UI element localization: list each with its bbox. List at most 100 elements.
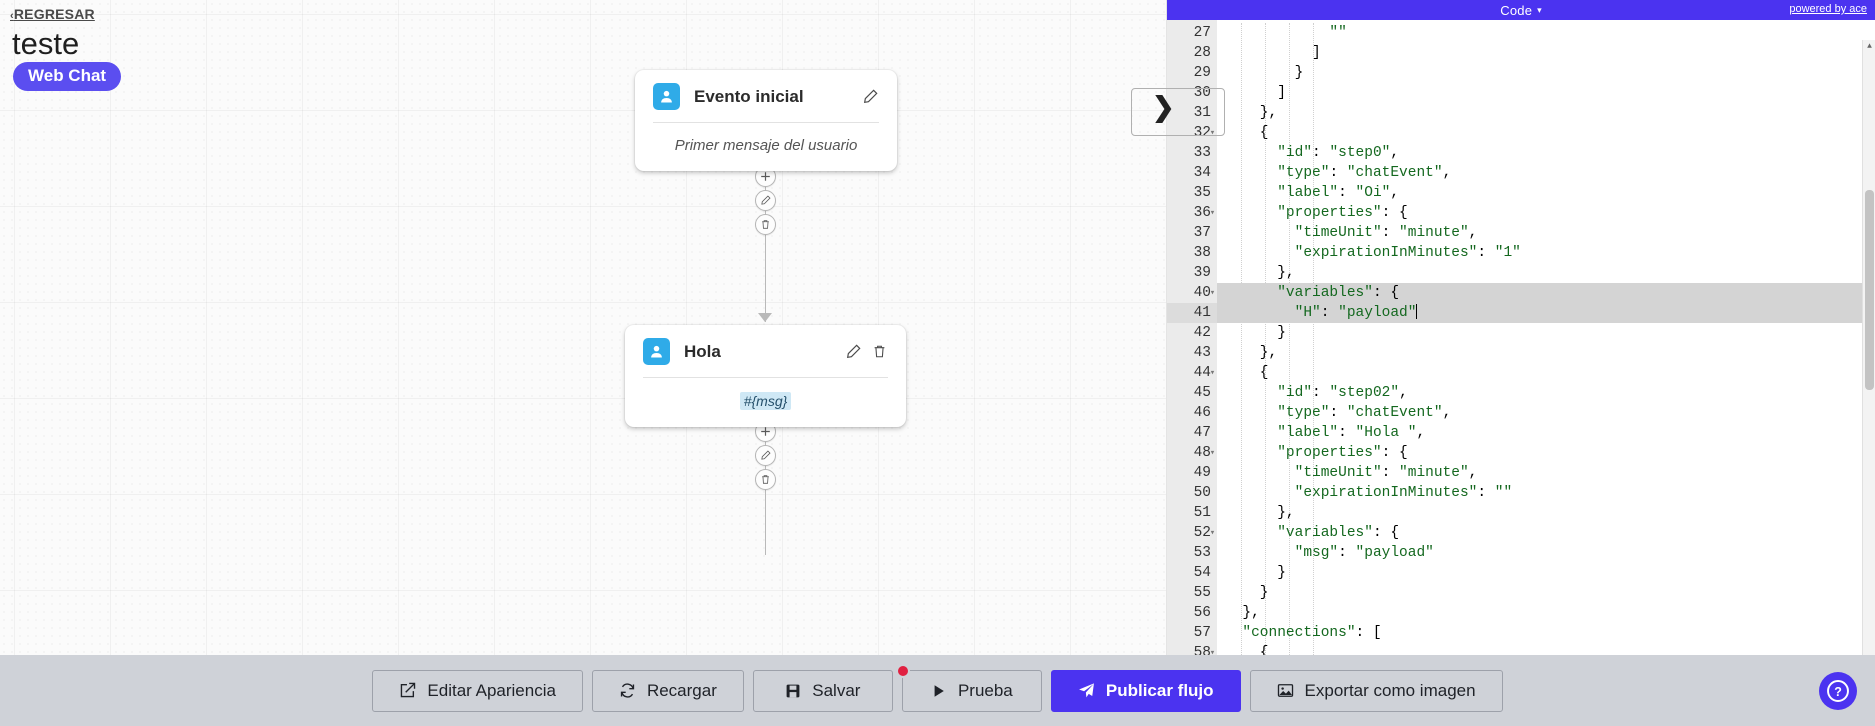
- code-content[interactable]: "" ] } ] }, { "id": "step0", "type": "ch…: [1217, 20, 1875, 655]
- line-number[interactable]: 31: [1193, 105, 1211, 121]
- line-number[interactable]: 57: [1193, 625, 1211, 641]
- line-number[interactable]: 39: [1193, 265, 1211, 281]
- code-line[interactable]: "msg": "payload": [1294, 545, 1434, 561]
- line-number[interactable]: 37: [1193, 225, 1211, 241]
- line-number[interactable]: 55: [1193, 585, 1211, 601]
- code-scrollbar-vertical[interactable]: ▲ ▼: [1862, 40, 1875, 655]
- code-line[interactable]: "id": "step02",: [1277, 385, 1408, 401]
- code-line[interactable]: "type": "chatEvent",: [1277, 165, 1452, 181]
- fold-toggle-icon[interactable]: ▾: [1209, 128, 1216, 138]
- line-number[interactable]: 32▾: [1167, 123, 1217, 143]
- pencil-icon[interactable]: [859, 86, 881, 108]
- chevron-down-icon[interactable]: ▾: [1537, 4, 1542, 15]
- test-button[interactable]: Prueba: [895, 663, 1042, 712]
- code-line[interactable]: "expirationInMinutes": "": [1294, 485, 1513, 501]
- flow-node-evento-inicial[interactable]: Evento inicial Primer mensaje del usuari…: [635, 70, 897, 171]
- line-number[interactable]: 44▾: [1167, 363, 1217, 383]
- code-panel-header[interactable]: Code ▾ powered by ace: [1167, 0, 1875, 20]
- code-line[interactable]: "properties": {: [1277, 205, 1408, 221]
- trash-icon[interactable]: [868, 341, 890, 363]
- powered-by-ace-link[interactable]: powered by ace: [1789, 3, 1867, 15]
- fold-toggle-icon[interactable]: ▾: [1209, 648, 1216, 655]
- line-number[interactable]: 27: [1193, 25, 1211, 41]
- code-line[interactable]: ]: [1225, 85, 1286, 101]
- code-line[interactable]: },: [1225, 265, 1295, 281]
- code-line[interactable]: }: [1225, 325, 1286, 341]
- code-line[interactable]: "timeUnit": "minute",: [1294, 225, 1478, 241]
- line-number[interactable]: 40▾: [1167, 283, 1217, 303]
- code-line[interactable]: },: [1225, 105, 1278, 121]
- pencil-icon[interactable]: [842, 341, 864, 363]
- line-number[interactable]: 49: [1193, 465, 1211, 481]
- code-line[interactable]: "variables": {: [1217, 283, 1875, 303]
- code-line[interactable]: {: [1225, 645, 1269, 655]
- line-number[interactable]: 45: [1193, 385, 1211, 401]
- line-number[interactable]: 53: [1193, 545, 1211, 561]
- help-button[interactable]: ?: [1819, 672, 1857, 710]
- line-number[interactable]: 54: [1193, 565, 1211, 581]
- line-number[interactable]: 29: [1193, 65, 1211, 81]
- line-number[interactable]: 51: [1193, 505, 1211, 521]
- code-line[interactable]: "label": "Oi",: [1277, 185, 1400, 201]
- line-number[interactable]: 50: [1193, 485, 1211, 501]
- line-number[interactable]: 48▾: [1167, 443, 1217, 463]
- line-number[interactable]: 42: [1193, 325, 1211, 341]
- code-line[interactable]: },: [1225, 505, 1295, 521]
- code-line[interactable]: "H": "payload": [1217, 303, 1875, 323]
- code-line[interactable]: "variables": {: [1277, 525, 1400, 541]
- flow-canvas[interactable]: ‹REGRESAR teste Web Chat: [0, 0, 1166, 655]
- line-number[interactable]: 33: [1193, 145, 1211, 161]
- fold-toggle-icon[interactable]: ▾: [1209, 448, 1216, 458]
- code-line[interactable]: "connections": [: [1242, 625, 1382, 641]
- code-line[interactable]: },: [1225, 605, 1260, 621]
- code-line[interactable]: "type": "chatEvent",: [1277, 405, 1452, 421]
- edit-connection-button[interactable]: [755, 445, 776, 466]
- scrollbar-thumb[interactable]: [1865, 190, 1874, 390]
- publish-flow-button[interactable]: Publicar flujo: [1050, 669, 1241, 712]
- line-number[interactable]: 38: [1193, 245, 1211, 261]
- code-editor[interactable]: 27 28 29 30 31 32▾ 33 34 35 36▾ 37 38 39 40▾41 42 43 44▾…: [1167, 20, 1875, 655]
- code-line[interactable]: }: [1225, 565, 1286, 581]
- flow-node-hola[interactable]: Hola #{msg}: [625, 325, 906, 427]
- line-number[interactable]: 56: [1193, 605, 1211, 621]
- line-number[interactable]: 47: [1193, 425, 1211, 441]
- line-number[interactable]: 43: [1193, 345, 1211, 361]
- code-line[interactable]: "expirationInMinutes": "1": [1294, 245, 1521, 261]
- code-line[interactable]: "": [1329, 25, 1347, 41]
- code-line[interactable]: "timeUnit": "minute",: [1294, 465, 1478, 481]
- code-line[interactable]: ]: [1225, 45, 1321, 61]
- reload-button[interactable]: Recargar: [591, 669, 744, 712]
- line-number[interactable]: 28: [1193, 45, 1211, 61]
- back-link[interactable]: ‹REGRESAR: [10, 6, 95, 22]
- edit-appearance-button[interactable]: Editar Apariencia: [372, 669, 583, 712]
- line-number[interactable]: 30: [1193, 85, 1211, 101]
- line-number[interactable]: 35: [1193, 185, 1211, 201]
- button-label: Publicar flujo: [1105, 680, 1214, 700]
- line-number[interactable]: 58▾: [1167, 643, 1217, 655]
- code-fold-expand-icon[interactable]: ❯: [1152, 92, 1175, 122]
- code-editor-panel[interactable]: Code ▾ powered by ace 27 28 29 30 31 32▾ 33 34 3…: [1166, 0, 1875, 655]
- code-line[interactable]: }: [1225, 585, 1269, 601]
- code-line[interactable]: }: [1225, 65, 1304, 81]
- edit-connection-button[interactable]: [755, 190, 776, 211]
- delete-connection-button[interactable]: [755, 214, 776, 235]
- code-line[interactable]: "properties": {: [1277, 445, 1408, 461]
- scroll-up-icon[interactable]: ▲: [1867, 41, 1872, 51]
- fold-toggle-icon[interactable]: ▾: [1209, 288, 1216, 298]
- fold-toggle-icon[interactable]: ▾: [1209, 368, 1216, 378]
- line-number[interactable]: 41: [1167, 303, 1217, 323]
- line-number[interactable]: 34: [1193, 165, 1211, 181]
- code-line[interactable]: {: [1225, 125, 1269, 141]
- code-line[interactable]: {: [1225, 365, 1269, 381]
- line-number[interactable]: 52▾: [1167, 523, 1217, 543]
- fold-toggle-icon[interactable]: ▾: [1209, 528, 1216, 538]
- line-number[interactable]: 36▾: [1167, 203, 1217, 223]
- code-line[interactable]: "label": "Hola ",: [1277, 425, 1426, 441]
- code-line[interactable]: "id": "step0",: [1277, 145, 1400, 161]
- delete-connection-button[interactable]: [755, 469, 776, 490]
- fold-toggle-icon[interactable]: ▾: [1209, 208, 1216, 218]
- code-line[interactable]: },: [1225, 345, 1278, 361]
- export-image-button[interactable]: Exportar como imagen: [1249, 669, 1503, 712]
- line-number[interactable]: 46: [1193, 405, 1211, 421]
- save-button[interactable]: Salvar: [752, 669, 893, 712]
